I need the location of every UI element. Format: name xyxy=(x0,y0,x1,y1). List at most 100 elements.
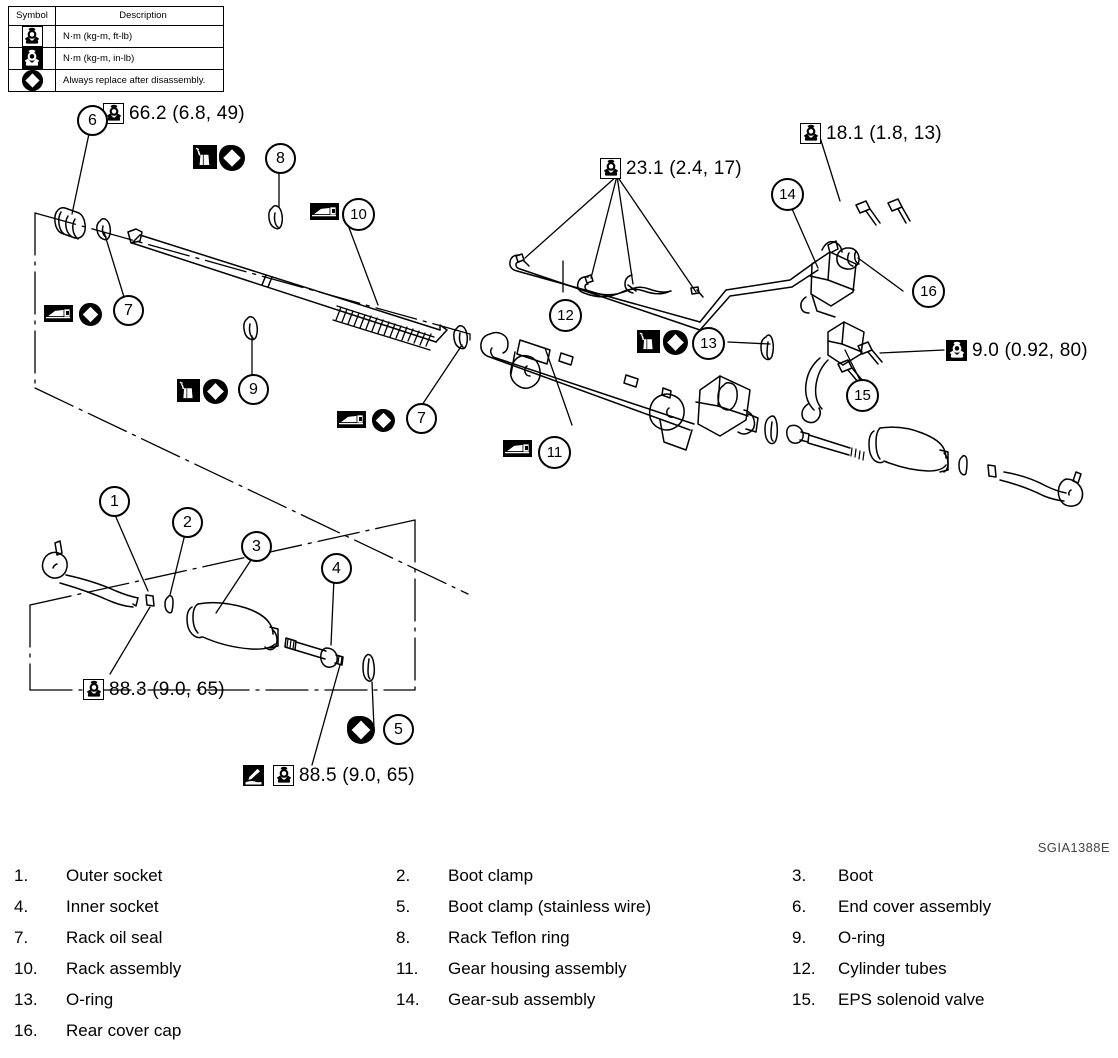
legend-description-replace: Always replace after disassembly. xyxy=(55,69,224,92)
torque-value: 88.5 (9.0, 65) xyxy=(299,765,415,786)
balloon-13[interactable]: 13 xyxy=(692,327,725,360)
part-number: 6. xyxy=(792,897,807,916)
balloon-4[interactable]: 4 xyxy=(321,553,352,584)
part-number: 14. xyxy=(396,990,420,1009)
replace-after-disassembly-icon xyxy=(79,303,102,326)
leader-lines-right xyxy=(524,130,945,426)
reference-frame-upper xyxy=(34,212,471,595)
part-name: EPS solenoid valve xyxy=(838,990,985,1009)
part-item-14: 14. Gear-sub assembly xyxy=(396,990,792,1010)
torque-callout-66: 66.2 (6.8, 49) xyxy=(103,103,245,124)
part-name: Inner socket xyxy=(66,897,159,916)
part-item-7: 7. Rack oil seal xyxy=(0,928,396,948)
balloon-2[interactable]: 2 xyxy=(172,507,203,538)
balloon-8[interactable]: 8 xyxy=(265,143,296,174)
oil-can-icon xyxy=(193,145,217,169)
parts-row: 10. Rack assembly 11. Gear housing assem… xyxy=(0,959,1118,990)
icon-group-grease-11 xyxy=(503,440,532,458)
parts-list: 1. Outer socket 2. Boot clamp 3. Boot 4.… xyxy=(0,866,1118,1052)
grease-icon xyxy=(503,440,532,458)
icon-group-grease-10 xyxy=(310,203,339,221)
part-number: 13. xyxy=(14,990,38,1009)
part-name: Boot clamp xyxy=(448,866,534,885)
balloon-12[interactable]: 12 xyxy=(549,299,582,332)
balloon-7b[interactable]: 7 xyxy=(406,403,437,434)
part-item-4: 4. Inner socket xyxy=(0,897,396,917)
oil-can-icon xyxy=(177,379,200,402)
parts-row: 7. Rack oil seal 8. Rack Teflon ring 9. … xyxy=(0,928,1118,959)
part-number: 16. xyxy=(14,1021,38,1040)
icon-group-oil-replace-13 xyxy=(637,330,688,355)
torque-callout-885: 88.5 (9.0, 65) xyxy=(243,765,415,786)
part-name: Boot clamp (stainless wire) xyxy=(448,897,652,916)
sealant-icon xyxy=(243,765,264,786)
part-name: Cylinder tubes xyxy=(838,959,947,978)
replace-after-disassembly-icon xyxy=(21,70,43,91)
legend-symbol-cell xyxy=(8,69,56,92)
torque-callout-9: 9.0 (0.92, 80) xyxy=(946,340,1088,361)
replace-after-disassembly-icon xyxy=(663,330,688,355)
balloon-7a[interactable]: 7 xyxy=(113,295,144,326)
torque-wrench-inverted-icon xyxy=(946,340,967,361)
grease-icon xyxy=(310,203,339,221)
part-number: 12. xyxy=(792,959,816,978)
balloon-9[interactable]: 9 xyxy=(238,374,269,405)
part-item-8: 8. Rack Teflon ring xyxy=(396,928,792,948)
torque-callout-18: 18.1 (1.8, 13) xyxy=(800,123,942,144)
grease-icon xyxy=(337,411,366,428)
legend-header-row: Symbol Description xyxy=(8,6,224,26)
parts-row: 13. O-ring 14. Gear-sub assembly 15. EPS… xyxy=(0,990,1118,1021)
part-number: 10. xyxy=(14,959,38,978)
part-number: 8. xyxy=(396,928,411,947)
tie-rod-assembly-drawing xyxy=(41,540,376,682)
balloon-10[interactable]: 10 xyxy=(342,198,375,231)
balloon-15[interactable]: 15 xyxy=(846,379,879,412)
rack-teeth xyxy=(332,305,435,351)
part-name: End cover assembly xyxy=(838,897,992,916)
oil-can-icon xyxy=(637,330,660,353)
torque-value: 18.1 (1.8, 13) xyxy=(826,123,942,144)
parts-row: 16. Rear cover cap xyxy=(0,1021,1118,1052)
symbol-legend-table: Symbol Description N·m (kg-m, ft-lb) N·m… xyxy=(8,6,224,92)
torque-wrench-inverted-icon xyxy=(21,48,43,69)
part-name: Boot xyxy=(838,866,873,885)
part-name: Outer socket xyxy=(66,866,163,885)
part-name: Rear cover cap xyxy=(66,1021,182,1040)
leader-lines-upper-left xyxy=(71,128,463,409)
rack-assembly-drawing xyxy=(54,205,469,351)
reference-frame-lower xyxy=(29,519,416,691)
torque-callout-883: 88.3 (9.0, 65) xyxy=(83,679,225,700)
balloon-11[interactable]: 11 xyxy=(538,436,571,469)
legend-row-replace: Always replace after disassembly. xyxy=(8,69,224,92)
grease-icon xyxy=(44,305,73,322)
torque-wrench-icon xyxy=(21,26,43,47)
balloon-1[interactable]: 1 xyxy=(99,486,130,517)
torque-callout-23: 23.1 (2.4, 17) xyxy=(600,158,742,179)
part-name: O-ring xyxy=(838,928,886,947)
replace-after-disassembly-icon xyxy=(219,145,245,171)
part-item-15: 15. EPS solenoid valve xyxy=(792,990,1112,1010)
balloon-16[interactable]: 16 xyxy=(912,275,945,308)
torque-value: 66.2 (6.8, 49) xyxy=(129,103,245,124)
part-item-10: 10. Rack assembly xyxy=(0,959,396,979)
torque-value: 23.1 (2.4, 17) xyxy=(626,158,742,179)
icon-group-grease-replace-7b xyxy=(337,409,395,432)
balloon-6[interactable]: 6 xyxy=(77,105,108,136)
replace-after-disassembly-icon xyxy=(372,409,395,432)
part-item-3: 3. Boot xyxy=(792,866,1112,886)
torque-wrench-icon xyxy=(273,765,294,786)
balloon-14[interactable]: 14 xyxy=(771,178,804,211)
icon-group-grease-replace-7a xyxy=(44,303,102,326)
part-item-16: 16. Rear cover cap xyxy=(0,1021,396,1041)
part-name: Rack oil seal xyxy=(66,928,163,947)
figure-code: SGIA1388E xyxy=(1037,840,1110,855)
part-number: 7. xyxy=(14,928,29,947)
torque-wrench-icon xyxy=(83,679,104,700)
part-number: 1. xyxy=(14,866,29,885)
part-number: 2. xyxy=(396,866,411,885)
icon-group-replace-5 xyxy=(347,716,375,744)
balloon-3[interactable]: 3 xyxy=(241,531,272,562)
balloon-5[interactable]: 5 xyxy=(383,714,414,745)
part-item-1: 1. Outer socket xyxy=(0,866,396,886)
torque-wrench-icon xyxy=(600,158,621,179)
